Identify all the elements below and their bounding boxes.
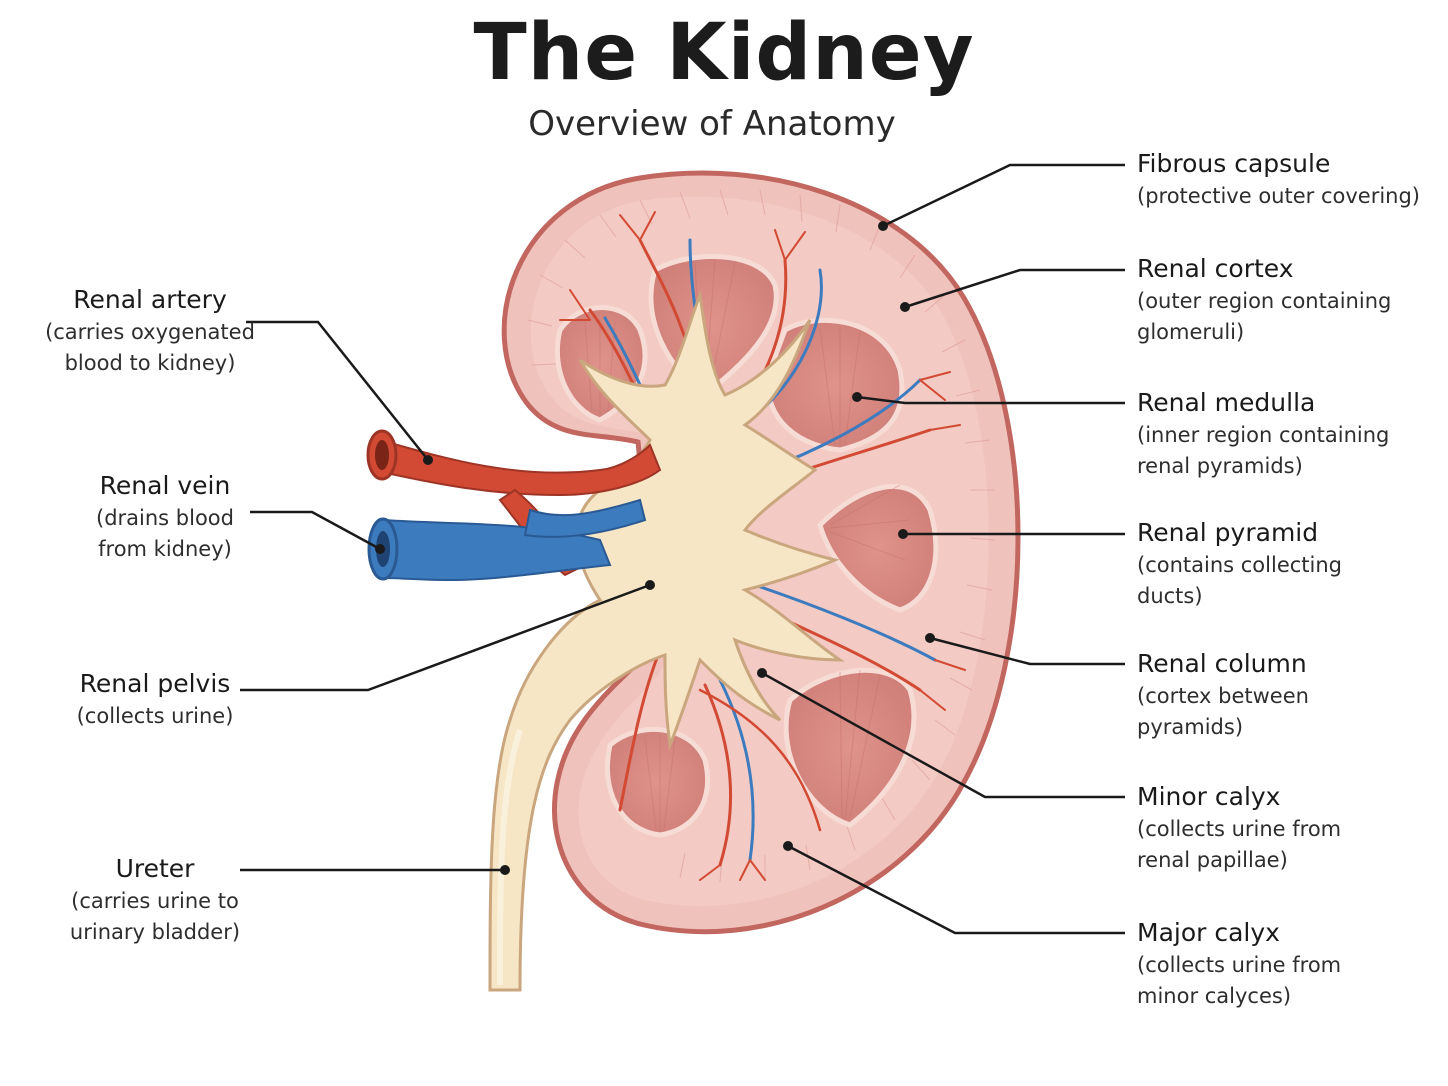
- label-name: Renal medulla: [1137, 388, 1316, 417]
- label-desc: renal pyramids): [1137, 454, 1303, 478]
- label-desc: (collects urine): [76, 704, 234, 728]
- page-title: The Kidney: [473, 8, 975, 98]
- label-desc: renal papillae): [1137, 848, 1288, 872]
- page-subtitle: Overview of Anatomy: [528, 104, 896, 144]
- renal-pelvis-shape: [488, 289, 845, 992]
- label-desc: (carries oxygenated: [45, 320, 255, 344]
- pyramid-3: [765, 317, 905, 453]
- label-desc: (inner region containing: [1137, 423, 1390, 447]
- label-renal-vein: Renal vein (drains blood from kidney): [45, 469, 285, 565]
- leader-fibrous-capsule: [882, 163, 1125, 228]
- leader-renal-vein: [250, 510, 381, 551]
- label-desc: from kidney): [98, 537, 232, 561]
- label-minor-calyx: Minor calyx (collects urine from renal p…: [1137, 780, 1437, 876]
- label-ureter: Ureter (carries urine to urinary bladder…: [35, 852, 275, 948]
- label-name: Fibrous capsule: [1137, 149, 1331, 178]
- label-desc: (contains collecting: [1137, 553, 1342, 577]
- label-desc: pyramids): [1137, 715, 1244, 739]
- label-desc: (drains blood: [96, 506, 234, 530]
- label-desc: ducts): [1137, 584, 1203, 608]
- label-desc: (outer region containing: [1137, 289, 1392, 313]
- leader-renal-artery: [246, 320, 429, 461]
- leader-renal-medulla: [856, 395, 1125, 405]
- label-major-calyx: Major calyx (collects urine from minor c…: [1137, 916, 1437, 1012]
- label-name: Renal column: [1137, 649, 1307, 678]
- leader-major-calyx: [787, 844, 1125, 935]
- leader-dots: [375, 221, 935, 875]
- label-desc: blood to kidney): [64, 351, 236, 375]
- label-desc: (carries urine to: [71, 889, 239, 913]
- label-renal-medulla: Renal medulla (inner region containing r…: [1137, 386, 1437, 482]
- label-name: Ureter: [115, 854, 195, 883]
- label-renal-cortex: Renal cortex (outer region containing gl…: [1137, 252, 1437, 348]
- cortex-striations: [527, 189, 996, 883]
- label-fibrous-capsule: Fibrous capsule (protective outer coveri…: [1137, 147, 1437, 212]
- label-name: Renal vein: [99, 471, 231, 500]
- label-desc: urinary bladder): [69, 920, 241, 944]
- label-desc: (protective outer covering): [1137, 184, 1420, 208]
- label-desc: (collects urine from: [1137, 817, 1342, 841]
- label-desc: (cortex between: [1137, 684, 1309, 708]
- label-name: Major calyx: [1137, 918, 1280, 947]
- label-renal-column: Renal column (cortex between pyramids): [1137, 647, 1437, 743]
- pyramid-6: [604, 726, 711, 838]
- renal-vein-vessel: [367, 498, 647, 582]
- label-renal-pyramid: Renal pyramid (contains collecting ducts…: [1137, 516, 1437, 612]
- label-name: Renal pelvis: [79, 669, 231, 698]
- leader-lines: [240, 163, 1125, 935]
- leader-renal-column: [929, 636, 1125, 666]
- renal-pyramids: [554, 254, 939, 838]
- ureter-shape: [497, 729, 523, 986]
- leader-minor-calyx: [761, 671, 1125, 799]
- label-name: Renal artery: [73, 285, 227, 314]
- label-desc: (collects urine from: [1137, 953, 1342, 977]
- leader-renal-cortex: [904, 268, 1125, 309]
- label-renal-artery: Renal artery (carries oxygenated blood t…: [30, 283, 270, 379]
- leader-renal-pelvis: [240, 583, 651, 692]
- label-desc: minor calyces): [1137, 984, 1292, 1008]
- label-name: Minor calyx: [1137, 782, 1281, 811]
- pyramid-4: [817, 484, 939, 613]
- label-desc: glomeruli): [1137, 320, 1245, 344]
- label-name: Renal cortex: [1137, 254, 1294, 283]
- label-renal-pelvis: Renal pelvis (collects urine): [35, 667, 275, 732]
- label-name: Renal pyramid: [1137, 518, 1319, 547]
